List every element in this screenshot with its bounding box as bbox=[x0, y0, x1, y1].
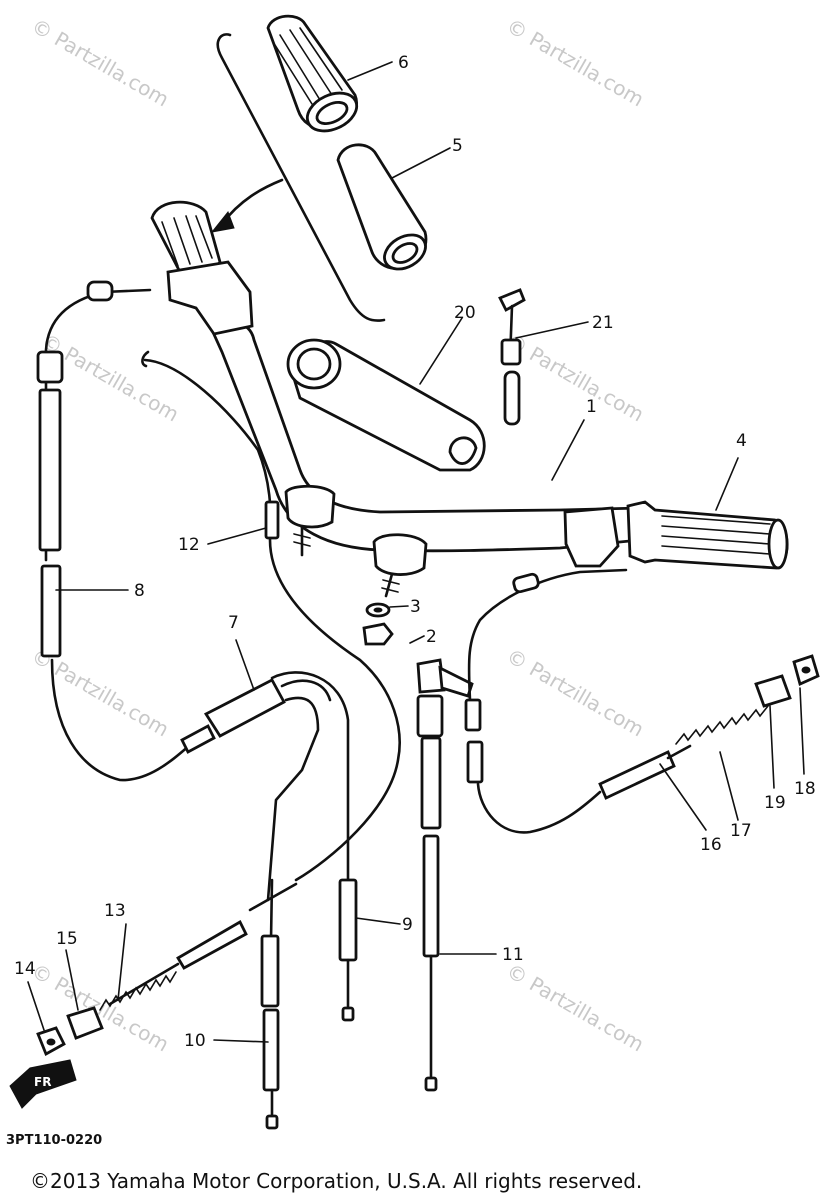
callout-16: 16 bbox=[700, 835, 722, 855]
callout-20: 20 bbox=[454, 303, 476, 323]
right-grip-part-4[interactable] bbox=[626, 500, 789, 570]
callout-5: 5 bbox=[452, 136, 463, 156]
callout-10: 10 bbox=[184, 1031, 206, 1051]
callout-19: 19 bbox=[764, 793, 786, 813]
leader-lines bbox=[27, 61, 805, 1043]
cable-part-12[interactable] bbox=[141, 350, 401, 882]
watermark: © Partzilla.com bbox=[503, 14, 649, 112]
watermark: © Partzilla.com bbox=[503, 959, 649, 1057]
callout-13: 13 bbox=[104, 901, 126, 921]
callout-12: 12 bbox=[178, 535, 200, 555]
cable-part-16[interactable] bbox=[464, 568, 692, 834]
nut-part-18[interactable] bbox=[792, 654, 820, 686]
direction-badge-label: FR bbox=[34, 1075, 51, 1089]
grip-part-20[interactable] bbox=[286, 338, 486, 472]
grip-part-6[interactable] bbox=[266, 14, 363, 138]
grip-insert-part-5[interactable] bbox=[336, 143, 432, 276]
watermark: © Partzilla.com bbox=[503, 644, 649, 742]
callout-15: 15 bbox=[56, 929, 78, 949]
callout-2: 2 bbox=[426, 627, 437, 647]
watermark: © Partzilla.com bbox=[28, 14, 174, 112]
cable-part-11[interactable] bbox=[416, 658, 474, 1092]
callout-14: 14 bbox=[14, 959, 36, 979]
adjuster-part-15[interactable] bbox=[66, 1006, 104, 1040]
callout-17: 17 bbox=[730, 821, 752, 841]
cable-part-10[interactable] bbox=[260, 878, 280, 1130]
callout-9: 9 bbox=[402, 915, 413, 935]
callout-21: 21 bbox=[592, 313, 614, 333]
callout-18: 18 bbox=[794, 779, 816, 799]
cable-part-8[interactable] bbox=[36, 280, 212, 782]
front-direction-badge: FR bbox=[9, 1059, 77, 1109]
watermark: © Partzilla.com bbox=[503, 329, 649, 427]
callout-3: 3 bbox=[410, 597, 421, 617]
callout-11: 11 bbox=[502, 945, 524, 965]
callout-labels: 1 2 3 4 5 6 7 8 9 10 11 12 13 14 15 16 1… bbox=[14, 53, 816, 1051]
exploded-view-bracket bbox=[216, 33, 386, 322]
nut-part-2[interactable] bbox=[362, 622, 394, 646]
copyright-notice: ©2013 Yamaha Motor Corporation, U.S.A. A… bbox=[30, 1169, 642, 1193]
callout-1: 1 bbox=[586, 397, 597, 417]
left-grip bbox=[150, 200, 254, 336]
cable-part-13[interactable] bbox=[99, 882, 298, 1011]
callout-4: 4 bbox=[736, 431, 747, 451]
adjuster-part-19[interactable] bbox=[754, 674, 792, 708]
washer-part-3[interactable] bbox=[365, 602, 391, 618]
assembly-arrowhead-icon bbox=[210, 211, 235, 233]
watermark: © Partzilla.com bbox=[28, 644, 174, 742]
callout-8: 8 bbox=[134, 581, 145, 601]
drawing-code: 3PT110-0220 bbox=[6, 1133, 102, 1148]
handlebar-clamp-right bbox=[372, 533, 428, 598]
callout-7: 7 bbox=[228, 613, 239, 633]
handlebar-clamp-left bbox=[284, 484, 336, 557]
assembly-arrow bbox=[220, 178, 284, 226]
cable-junction-part-7[interactable] bbox=[180, 671, 350, 962]
cable-part-9[interactable] bbox=[338, 878, 358, 1022]
throttle-housing bbox=[563, 506, 620, 568]
callout-6: 6 bbox=[398, 53, 409, 73]
band-part-21[interactable] bbox=[498, 288, 526, 426]
spring-part-17[interactable] bbox=[675, 705, 769, 745]
nut-part-14[interactable] bbox=[36, 1026, 66, 1056]
